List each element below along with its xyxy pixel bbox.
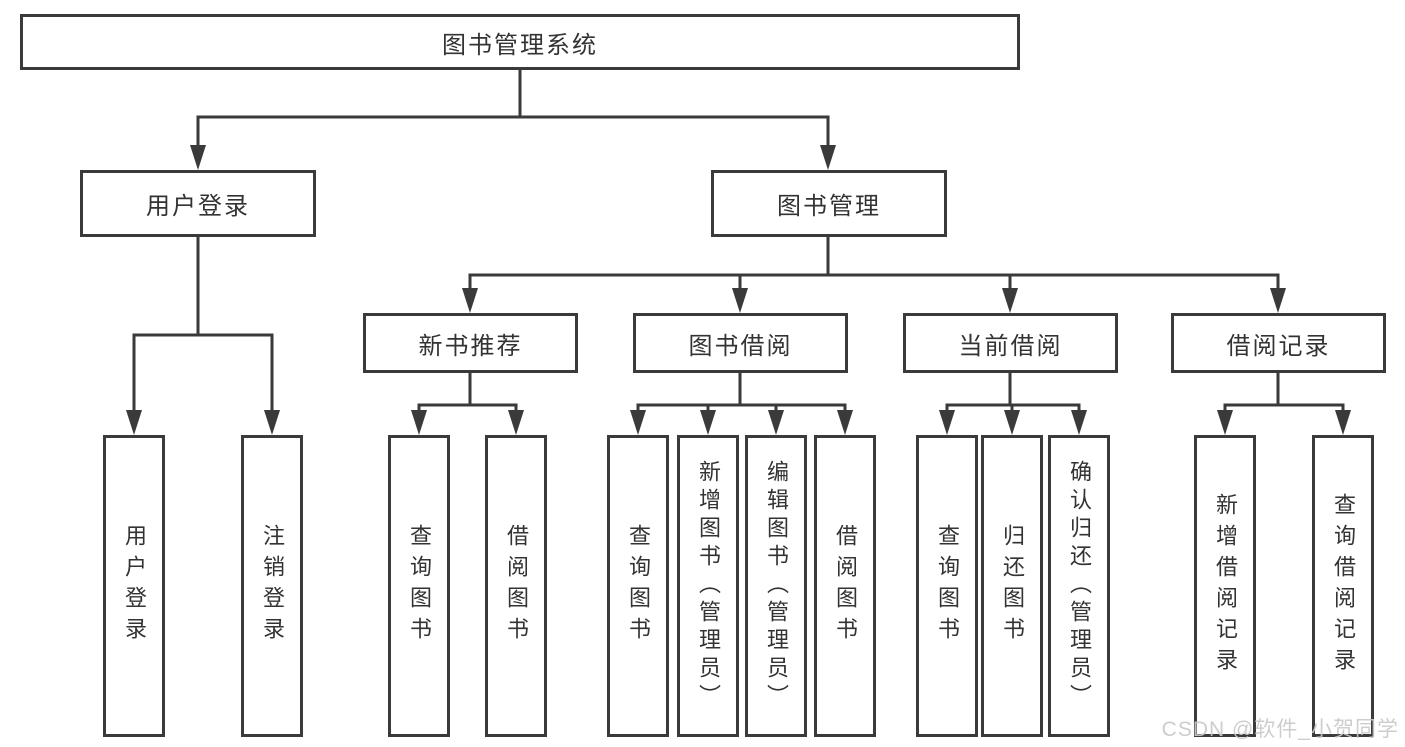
arrow-down-icon [939,410,955,435]
arrow-down-icon [462,288,478,313]
leaf-nbr-borrow-book: 借阅图书 [485,435,547,737]
leaf-bb-edit-book-admin-label: 编辑图书（管理员） [764,460,789,712]
leaf-br-add-record: 新增借阅记录 [1194,435,1256,737]
node-new-book-recommend: 新书推荐 [363,313,578,373]
node-user-login: 用户登录 [80,170,316,237]
node-new-book-recommend-label: 新书推荐 [418,332,523,360]
arrow-down-icon [264,410,280,435]
arrow-down-icon [1004,410,1020,435]
leaf-cb-confirm-return-admin: 确认归还（管理员） [1048,435,1110,737]
leaf-bb-query-book-label: 查询图书 [626,524,651,648]
leaf-bb-add-book-admin: 新增图书（管理员） [677,435,739,737]
arrow-down-icon [1335,410,1351,435]
arrow-down-icon [411,410,427,435]
leaf-nbr-query-book: 查询图书 [388,435,450,737]
arrow-down-icon [1270,288,1286,313]
arrow-down-icon [190,145,206,170]
node-current-borrow-label: 当前借阅 [958,332,1063,360]
node-book-borrow: 图书借阅 [633,313,848,373]
leaf-bb-add-book-admin-label: 新增图书（管理员） [696,460,721,712]
node-current-borrow: 当前借阅 [903,313,1118,373]
arrow-down-icon [126,410,142,435]
csdn-watermark: CSDN @软件_小贺同学 [1161,718,1399,741]
node-book-management-label: 图书管理 [777,193,881,220]
leaf-cb-confirm-return-admin-label: 确认归还（管理员） [1067,460,1092,712]
node-borrow-record-label: 借阅记录 [1226,332,1331,360]
arrow-down-icon [1002,288,1018,313]
node-root-label: 图书管理系统 [442,31,598,59]
leaf-nbr-query-book-label: 查询图书 [407,524,432,648]
node-root: 图书管理系统 [20,14,1020,70]
leaf-logout-login-label: 注销登录 [260,524,285,648]
node-user-login-label: 用户登录 [146,193,250,220]
leaf-br-add-record-label: 新增借阅记录 [1213,493,1238,679]
leaf-cb-query-book-label: 查询图书 [935,524,960,648]
arrow-down-icon [1071,410,1087,435]
node-book-borrow-label: 图书借阅 [688,332,793,360]
arrow-down-icon [768,410,784,435]
leaf-cb-return-book-label: 归还图书 [1000,524,1025,648]
arrow-down-icon [1217,410,1233,435]
leaf-bb-borrow-book: 借阅图书 [814,435,876,737]
leaf-br-query-record-label: 查询借阅记录 [1331,493,1356,679]
arrow-down-icon [837,410,853,435]
arrow-down-icon [508,410,524,435]
node-borrow-record: 借阅记录 [1171,313,1386,373]
leaf-bb-query-book: 查询图书 [607,435,669,737]
leaf-user-login-label: 用户登录 [122,524,147,648]
arrow-down-icon [732,288,748,313]
leaf-cb-query-book: 查询图书 [916,435,978,737]
leaf-logout-login: 注销登录 [241,435,303,737]
arrow-down-icon [820,145,836,170]
leaf-user-login: 用户登录 [103,435,165,737]
leaf-nbr-borrow-book-label: 借阅图书 [504,524,529,648]
leaf-br-query-record: 查询借阅记录 [1312,435,1374,737]
arrow-down-icon [630,410,646,435]
leaf-bb-borrow-book-label: 借阅图书 [833,524,858,648]
leaf-cb-return-book: 归还图书 [981,435,1043,737]
leaf-bb-edit-book-admin: 编辑图书（管理员） [745,435,807,737]
node-book-management: 图书管理 [711,170,947,237]
arrow-down-icon [700,410,716,435]
